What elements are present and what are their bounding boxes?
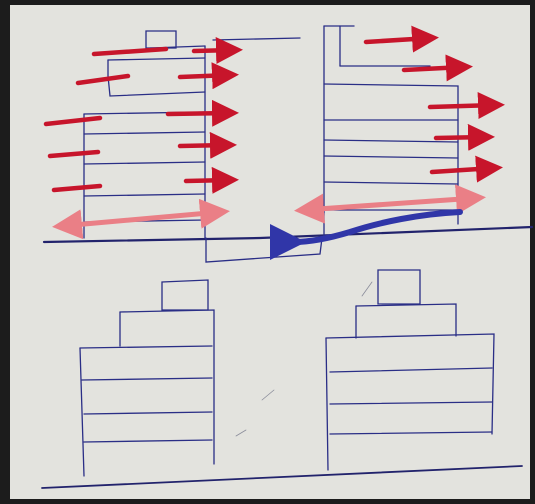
pink-double-arrow-right — [294, 184, 486, 224]
red-arrow-left-3 — [43, 115, 103, 127]
faint-stroke-3 — [361, 281, 373, 297]
red-arrow-right-tower-1 — [363, 25, 439, 53]
pink-double-arrow-left — [52, 198, 230, 240]
red-arrow-right-tower-3 — [427, 92, 505, 120]
red-arrow-left-5 — [51, 183, 103, 193]
left-tower-airflow-arrows — [43, 36, 243, 194]
faint-stroke-2 — [235, 429, 247, 437]
faint-stroke-1 — [261, 389, 275, 401]
blue-curved-arrow — [269, 209, 463, 261]
red-arrow-right-tower-2 — [401, 54, 473, 82]
lower-ground-line — [41, 465, 523, 489]
lower-right-tower — [325, 269, 495, 471]
red-arrow-right-3 — [165, 99, 239, 127]
red-arrow-right-tower-5 — [429, 155, 503, 183]
right-tower-airflow-arrows — [363, 25, 505, 183]
double-arrows — [52, 184, 486, 240]
lower-sketch — [41, 269, 523, 489]
red-arrow-right-5 — [183, 166, 239, 194]
red-arrow-right-4 — [177, 131, 237, 159]
upper-ground-line — [42, 225, 534, 244]
red-arrow-left-1 — [91, 46, 169, 57]
red-arrow-right-tower-4 — [433, 123, 495, 151]
red-arrow-left-4 — [47, 149, 101, 159]
lower-left-tower — [79, 279, 215, 477]
red-arrow-right-2 — [177, 62, 239, 90]
whiteboard-shading — [10, 5, 530, 499]
red-arrow-left-2 — [75, 73, 131, 86]
red-arrow-right-1 — [191, 36, 243, 64]
